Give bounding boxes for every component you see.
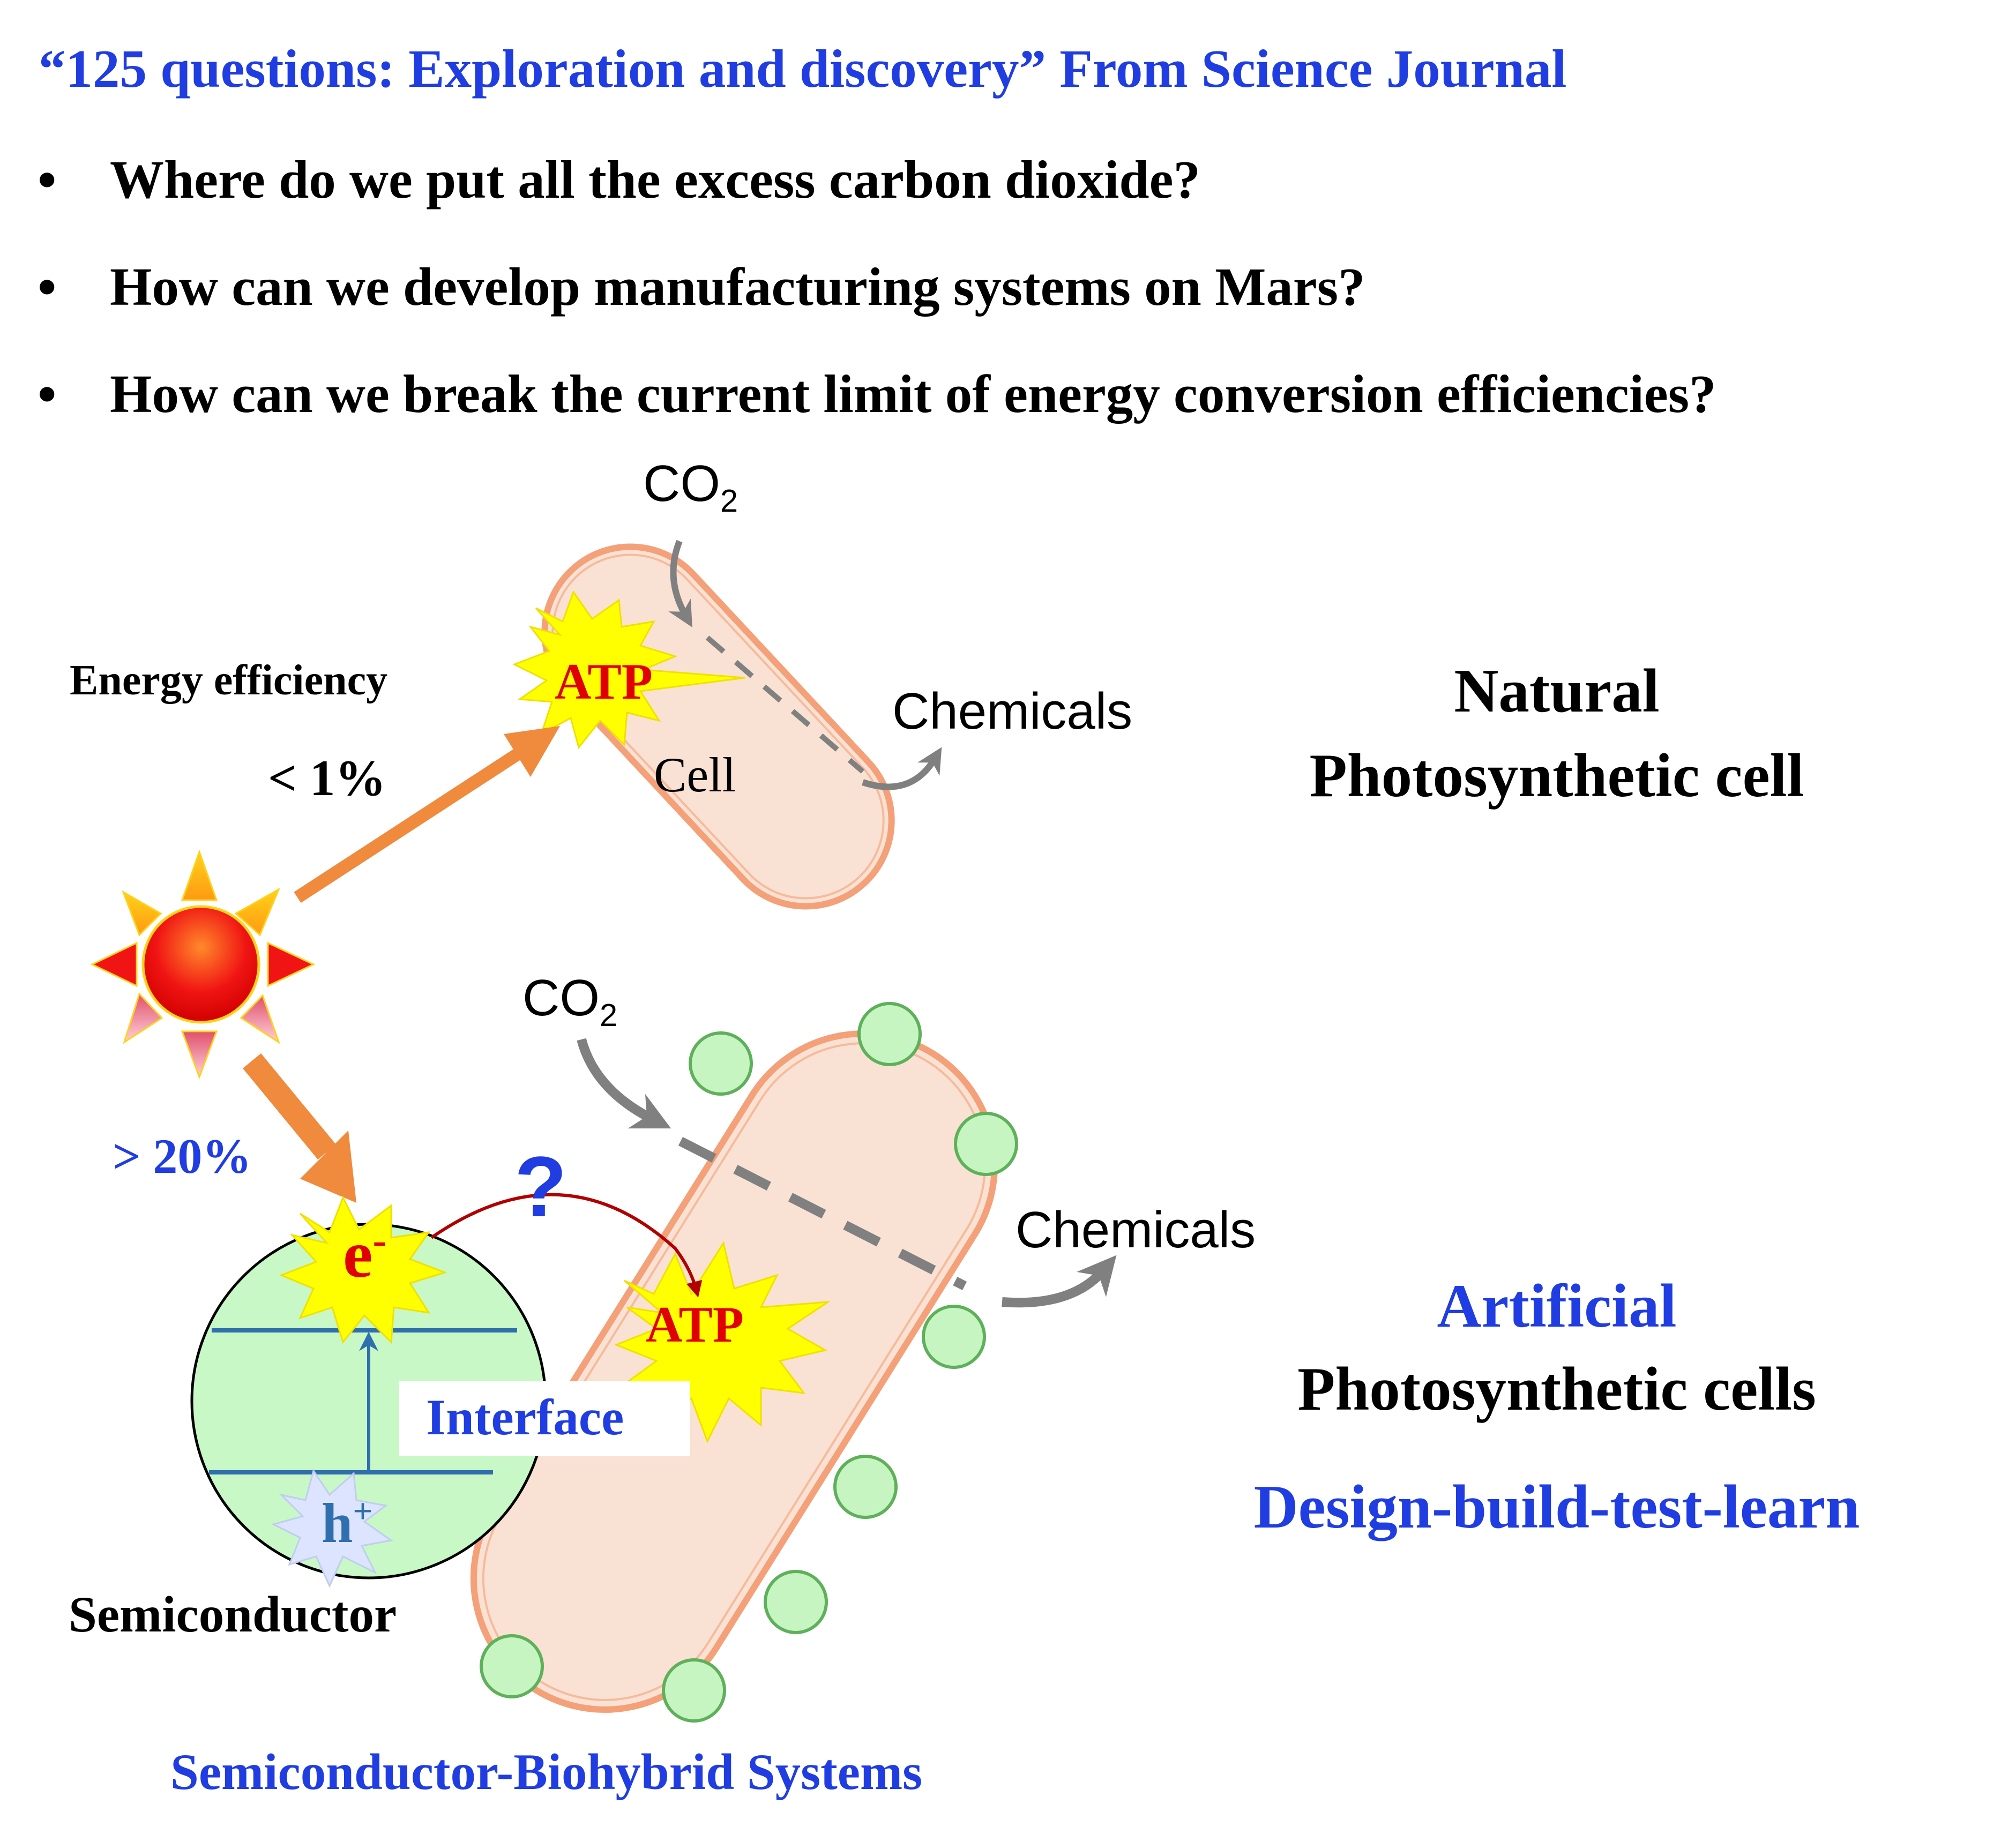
electron-label: e- (343, 1219, 386, 1289)
co2-subscript: 2 (720, 483, 738, 519)
natural-co2-label: CO2 (643, 455, 738, 517)
electron-transfer-arrow (430, 1193, 703, 1298)
natural-atp-label: ATP (555, 653, 653, 710)
natural-chemicals-label: Chemicals (892, 683, 1133, 740)
artificial-title-line3: Design-build-test-learn (1253, 1473, 1860, 1541)
interface-label: Interface (426, 1389, 624, 1446)
semiconductor-label: Semiconductor (69, 1586, 397, 1643)
bullet: • (38, 149, 57, 209)
natural-chemicals-arrow (862, 747, 942, 790)
artificial-efficiency-value: > 20% (113, 1129, 252, 1184)
artificial-chemicals-arrow (1002, 1255, 1117, 1308)
interface-box (399, 1381, 690, 1456)
bead (764, 1570, 828, 1634)
system-caption: Semiconductor-Biohybrid Systems (170, 1743, 923, 1800)
hole-label: h+ (322, 1492, 373, 1554)
bead (833, 1455, 898, 1519)
header-title: “125 questions: Exploration and discover… (39, 39, 1567, 99)
bead (857, 1002, 922, 1066)
bead (689, 1031, 753, 1096)
bullet: • (38, 257, 57, 317)
question-1-text: Where do we put all the excess carbon di… (110, 149, 1200, 209)
artificial-title-line2: Photosynthetic cells (1297, 1355, 1816, 1423)
natural-cell-body (541, 543, 895, 910)
question-3-text: How can we break the current limit of en… (110, 364, 1716, 424)
sun-to-semiconductor-arrow (243, 1053, 356, 1203)
sun-icon (90, 849, 316, 1080)
bead (662, 1658, 726, 1723)
question-mark: ? (514, 1139, 567, 1234)
artificial-co2-arrow (577, 1038, 671, 1129)
bullet: • (38, 364, 57, 424)
question-3: • How can we break the current limit of e… (38, 367, 1716, 421)
bead (480, 1634, 544, 1698)
hole-text: h (322, 1492, 353, 1554)
artificial-atp-label: ATP (646, 1296, 744, 1353)
natural-title-line1: Natural (1454, 657, 1660, 725)
co2-text: CO (643, 455, 720, 512)
nanoparticle-beads (480, 1002, 1018, 1723)
natural-title-line2: Photosynthetic cell (1309, 742, 1804, 810)
natural-pathway-dashes (705, 635, 865, 774)
bead (954, 1112, 1018, 1176)
question-1: •Where do we put all the excess carbon d… (38, 153, 1200, 207)
artificial-co2-label: CO2 (522, 969, 617, 1031)
hole-superscript: + (353, 1492, 373, 1531)
hole-burst (271, 1469, 393, 1588)
natural-cell-label: Cell (654, 747, 736, 802)
natural-efficiency-value: < 1% (268, 750, 386, 806)
electron-text: e (343, 1218, 373, 1292)
question-2-text: How can we develop manufacturing systems… (110, 257, 1365, 317)
natural-atp-burst (512, 590, 745, 750)
co2-subscript: 2 (600, 997, 618, 1034)
co2-text: CO (522, 969, 600, 1027)
natural-co2-arrow (668, 540, 692, 627)
artificial-pathway-dashes (678, 1136, 967, 1291)
electron-burst (279, 1195, 447, 1344)
question-2: • How can we develop manufacturing system… (38, 260, 1365, 314)
artificial-title-line1: Artificial (1437, 1272, 1677, 1340)
bead (922, 1305, 986, 1369)
sun-to-natural-arrow (294, 726, 560, 903)
energy-efficiency-label: Energy efficiency (70, 657, 388, 704)
artificial-chemicals-label: Chemicals (1016, 1201, 1256, 1259)
electron-superscript: - (372, 1217, 387, 1263)
